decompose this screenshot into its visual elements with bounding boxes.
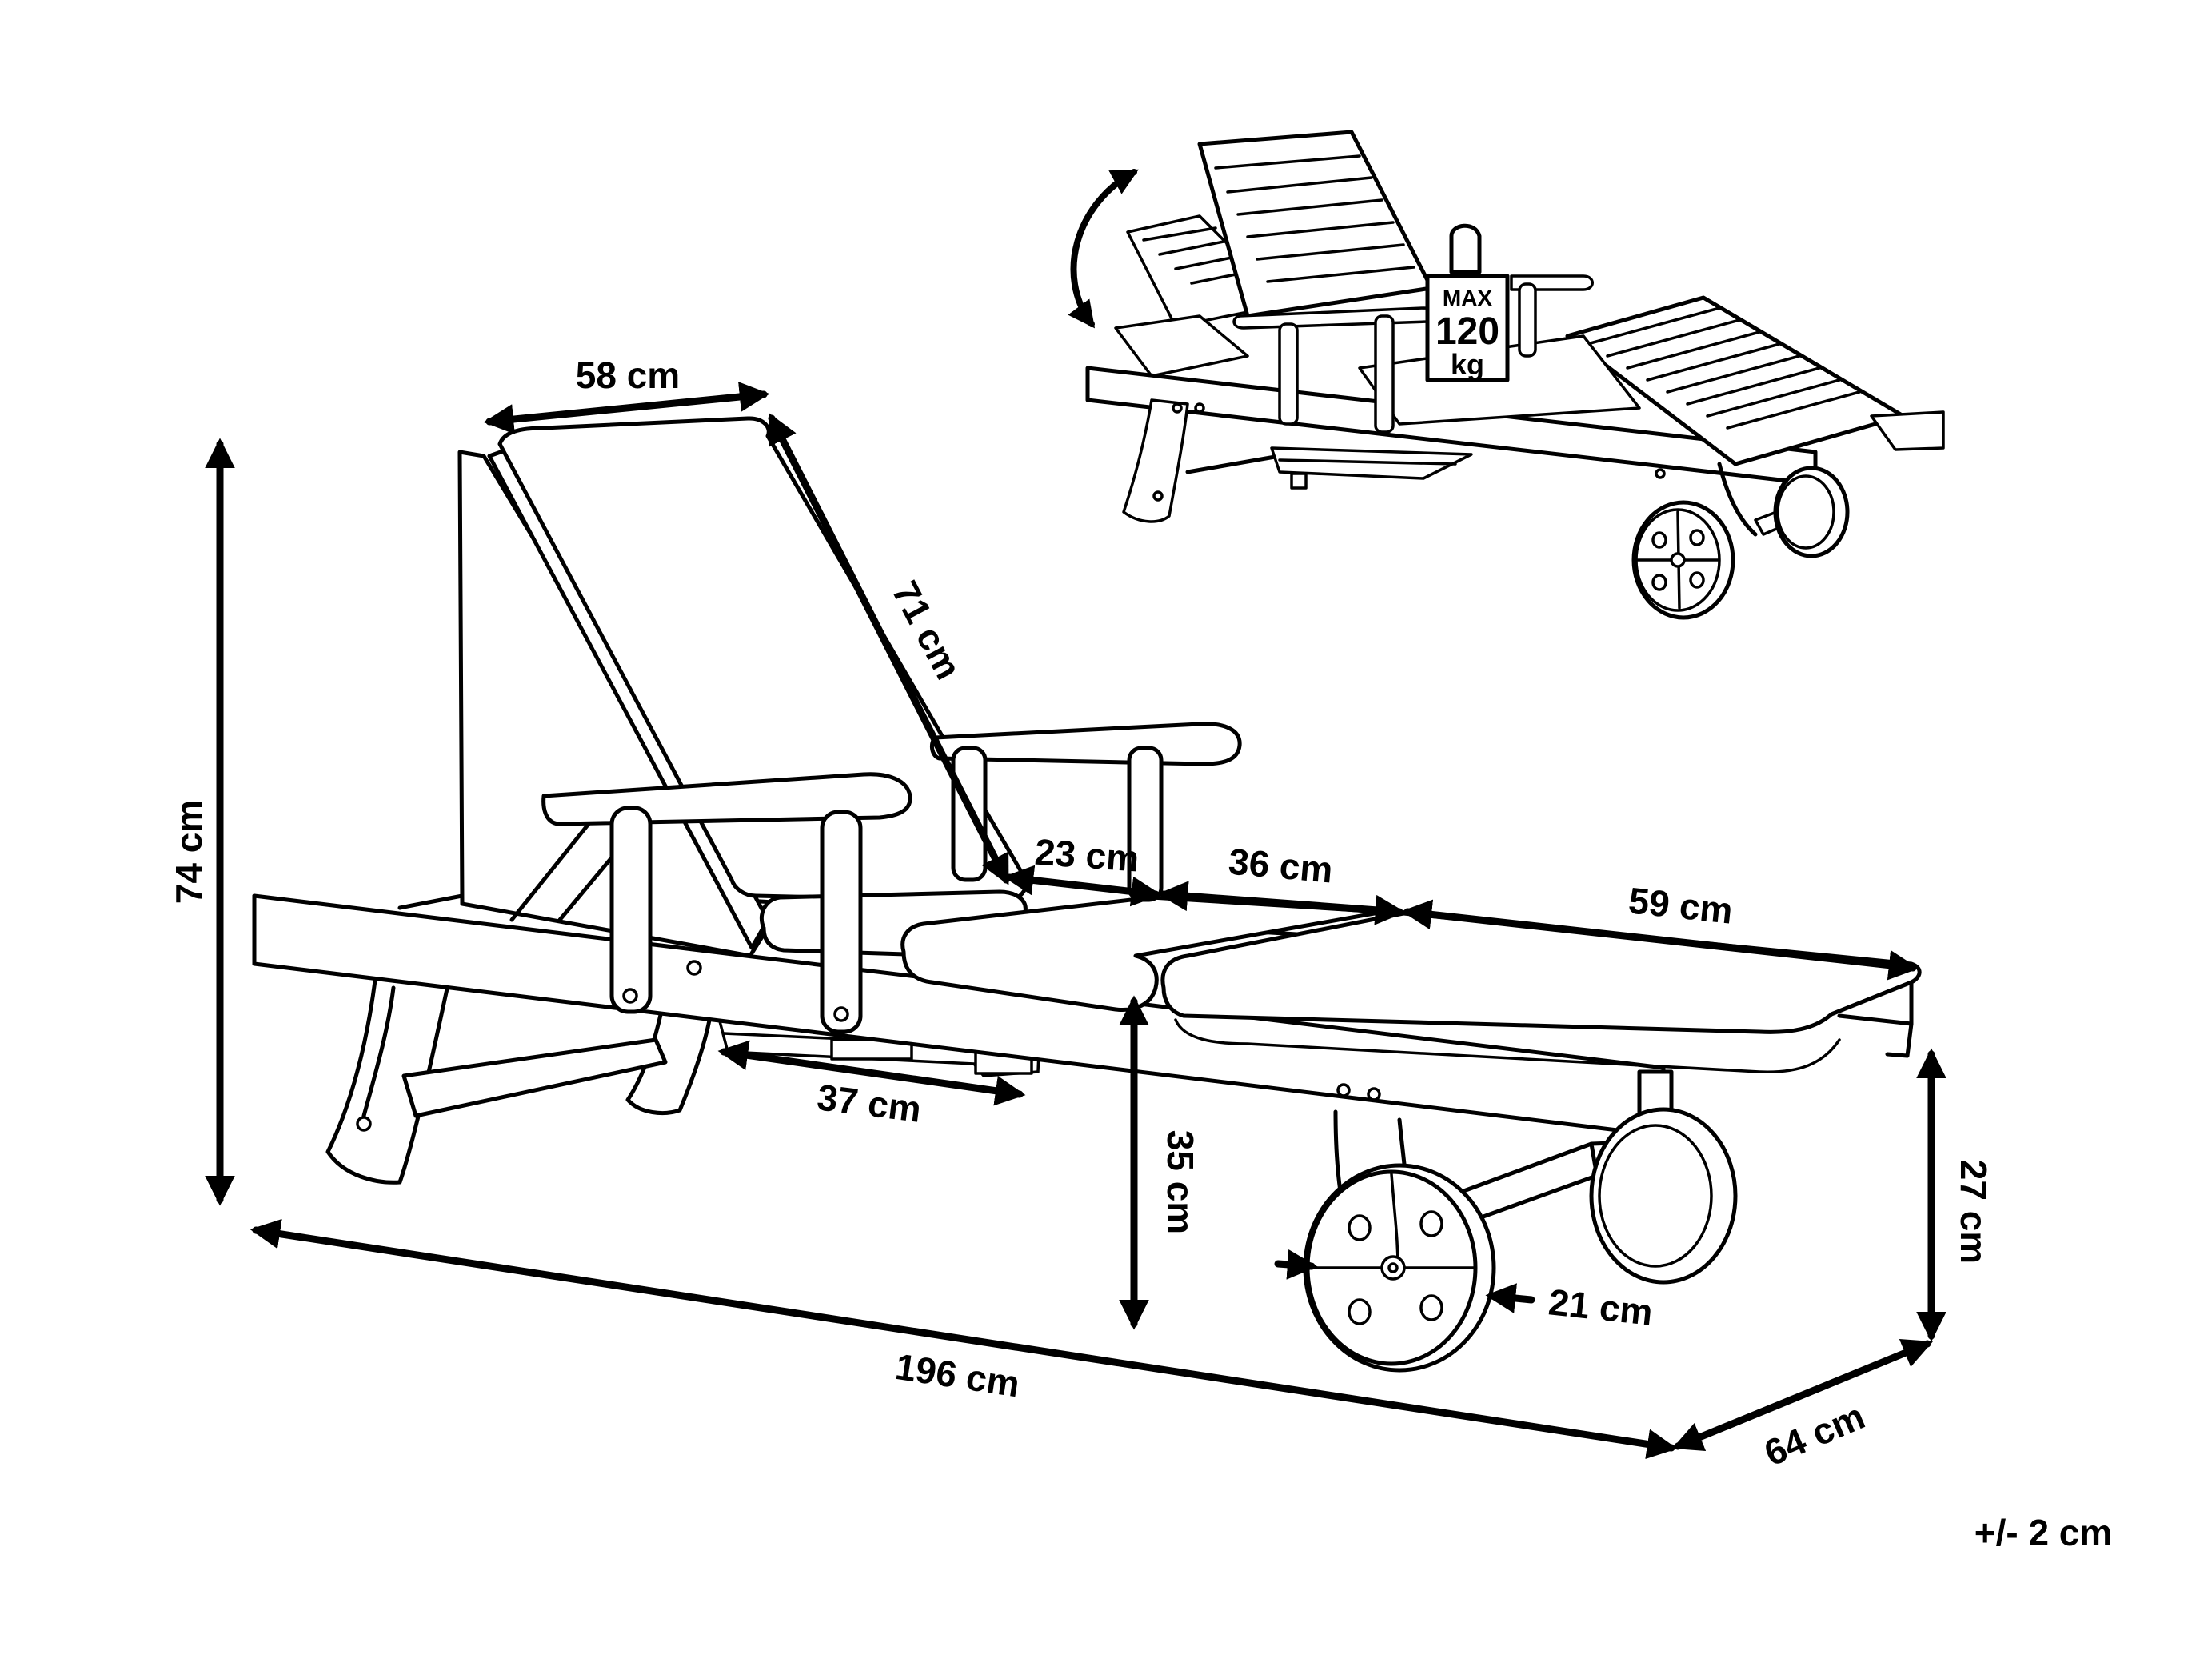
dimension-lines [205, 382, 1946, 1460]
load-badge-value: 120 [1435, 310, 1499, 353]
curved-double-arrow-icon [1068, 169, 1139, 329]
label-leg-height: 27 cm [1953, 1160, 1994, 1264]
load-badge-max: MAX [1443, 286, 1493, 310]
label-tray-width: 37 cm [815, 1076, 924, 1130]
label-backrest-width: 58 cm [576, 354, 680, 396]
dim-arrow-backrest-length [768, 413, 1010, 885]
label-tolerance: +/- 2 cm [1974, 1512, 2113, 1553]
label-total-height: 74 cm [168, 800, 210, 904]
dim-arrow-wheel-right [1485, 1283, 1535, 1313]
weight-badge-icon: MAX 120 kg [1425, 223, 1510, 382]
dim-arrow-total-width [1672, 1338, 1933, 1452]
dim-arrow-backrest-width [483, 382, 770, 434]
label-leg-section: 59 cm [1627, 879, 1735, 931]
dim-arrow-leg-section [1401, 899, 1919, 981]
load-badge-unit: kg [1451, 348, 1484, 381]
label-wheel-diameter: 21 cm [1547, 1281, 1655, 1333]
label-seat-height: 35 cm [1160, 1130, 1201, 1234]
dim-arrow-total-length [250, 1218, 1678, 1460]
label-middle-section: 36 cm [1227, 840, 1334, 890]
dim-arrow-middle-section [1157, 881, 1406, 925]
label-seat-section: 23 cm [1033, 831, 1140, 880]
dim-arrow-wheel-left [1274, 1249, 1318, 1280]
label-total-length: 196 cm [892, 1345, 1022, 1405]
dim-arrow-tray-width [717, 1040, 1026, 1106]
dim-arrow-seat-section [1003, 865, 1162, 907]
